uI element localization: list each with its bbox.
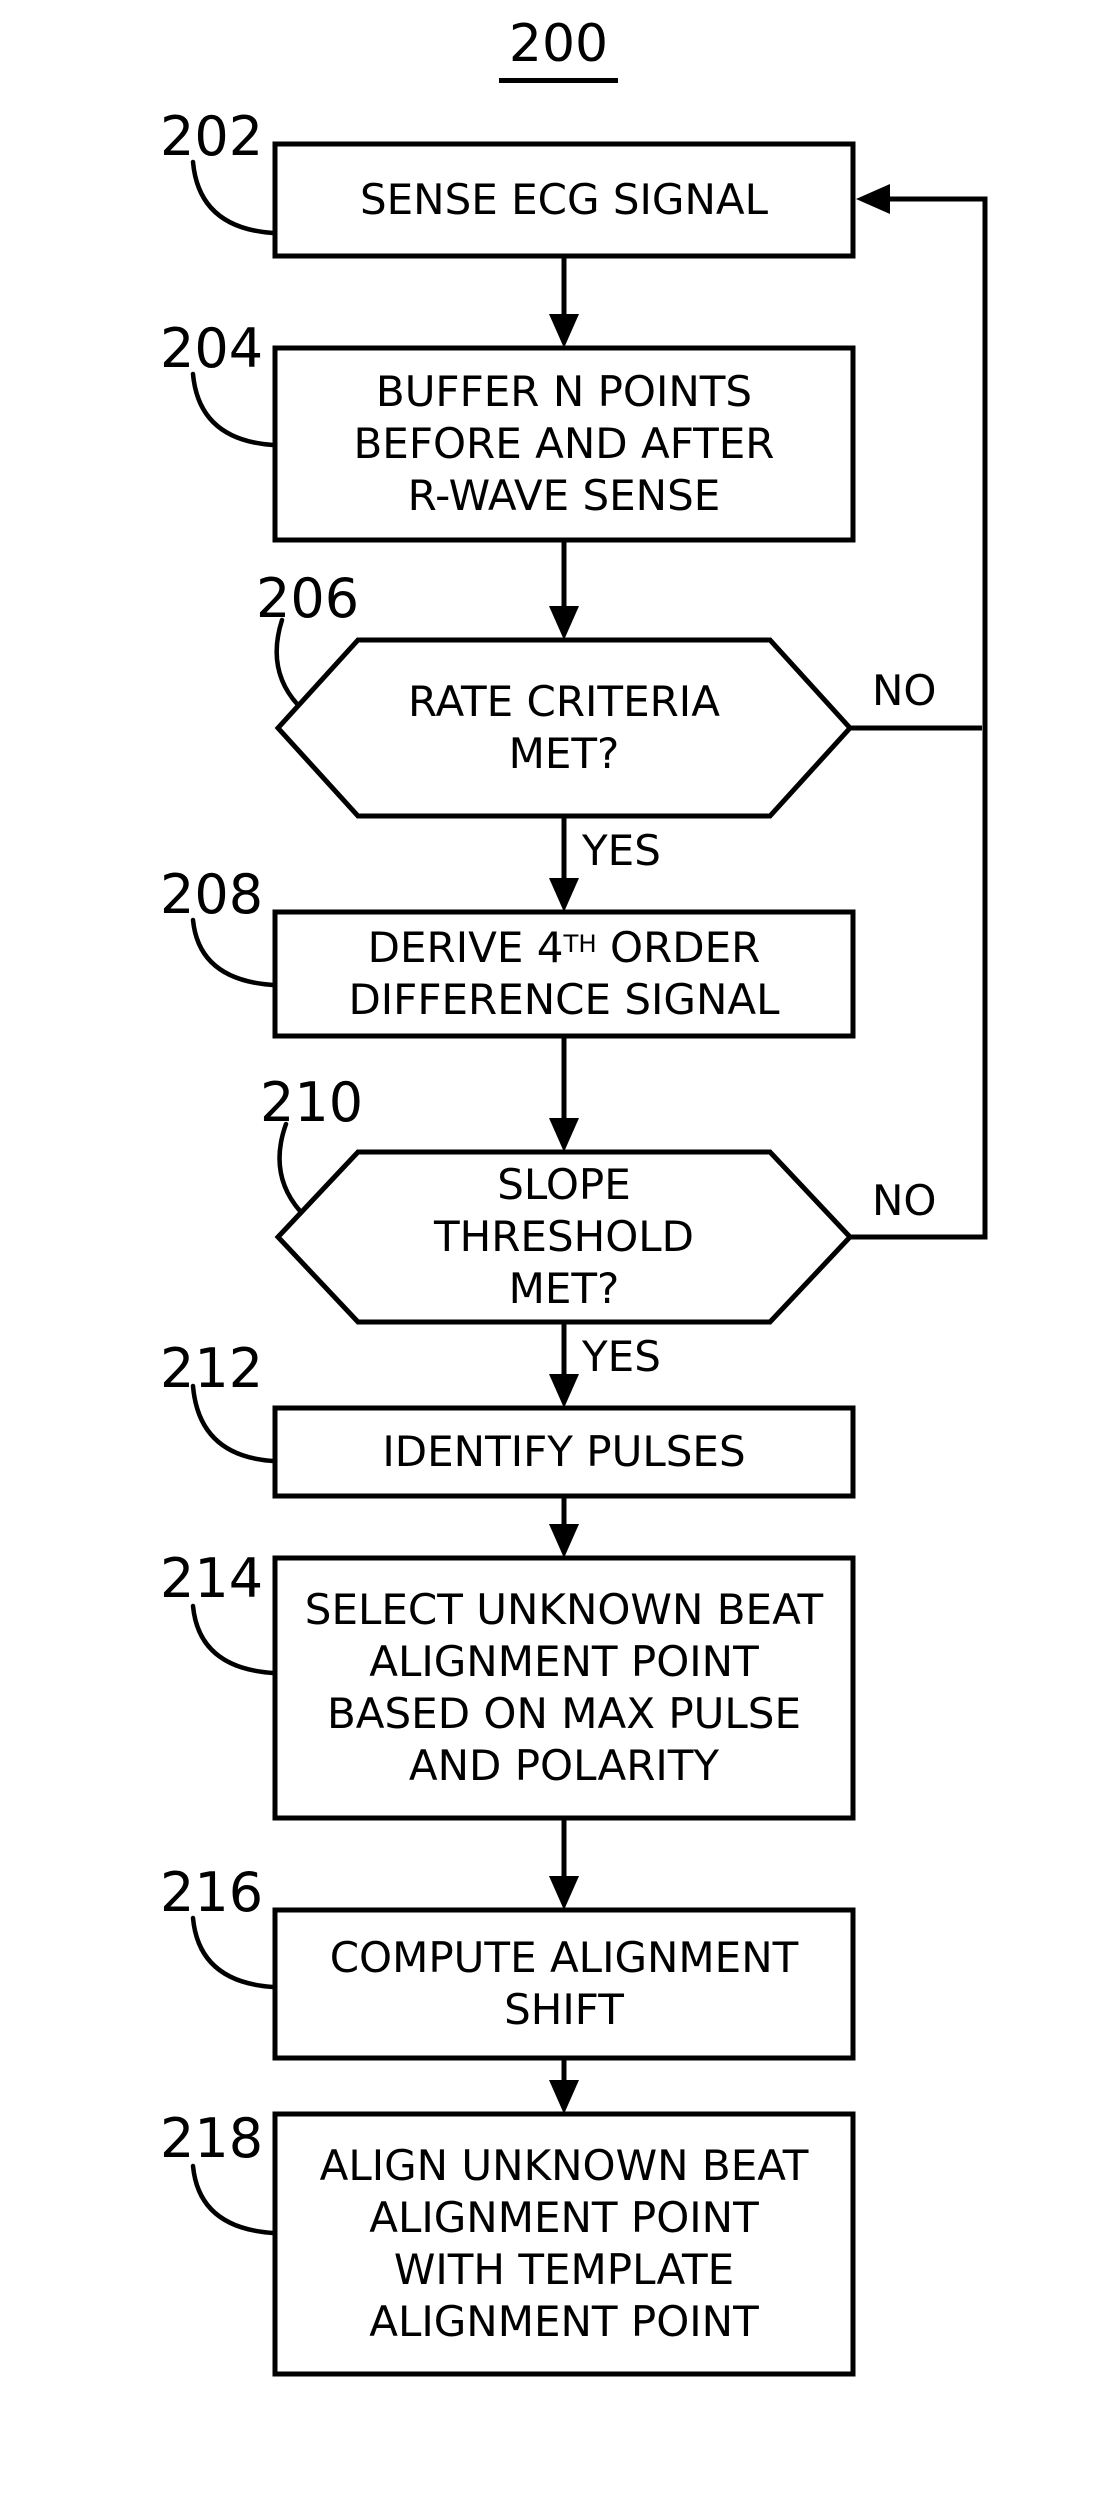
leader-line-204	[190, 371, 276, 448]
ref-label-204: 204	[160, 317, 264, 380]
node-206: RATE CRITERIA MET?	[278, 640, 850, 816]
node-text-216: COMPUTE ALIGNMENT SHIFT	[329, 1932, 799, 2034]
arrowhead-214-216	[549, 1876, 579, 1910]
leader-line-208	[190, 917, 276, 988]
ref-label-216: 216	[160, 1861, 264, 1924]
node-text-210: SLOPE THRESHOLD MET?	[434, 1159, 694, 1314]
decision-hex-210	[274, 1149, 854, 1325]
node-text-218: ALIGN UNKNOWN BEAT ALIGNMENT POINT WITH …	[319, 2140, 809, 2347]
figure-number: 200	[498, 14, 619, 83]
ref-label-208: 208	[160, 863, 264, 926]
node-210: SLOPE THRESHOLD MET?	[278, 1152, 850, 1322]
node-text-212: IDENTIFY PULSES	[382, 1426, 746, 1476]
no-label-206: NO	[872, 666, 937, 715]
node-text-208-line2: DIFFERENCE SIGNAL	[348, 975, 780, 1024]
figure-title: 200	[0, 14, 1117, 83]
feedback-arrowhead	[856, 184, 890, 214]
node-text-208-post: ORDER	[596, 922, 761, 972]
node-216: COMPUTE ALIGNMENT SHIFT	[275, 1910, 853, 2058]
node-218: ALIGN UNKNOWN BEAT ALIGNMENT POINT WITH …	[275, 2114, 853, 2374]
yes-label-206: YES	[582, 826, 661, 875]
ref-label-212: 212	[160, 1337, 264, 1400]
leader-line-202	[190, 159, 276, 236]
node-202: SENSE ECG SIGNAL	[275, 144, 853, 256]
ref-label-202: 202	[160, 105, 264, 168]
no-label-210: NO	[872, 1176, 937, 1225]
ref-label-214: 214	[160, 1547, 264, 1610]
process-box-216	[272, 1907, 856, 2061]
process-box-202	[272, 141, 856, 259]
node-text-206: RATE CRITERIA MET?	[408, 676, 720, 778]
yes-label-210: YES	[582, 1332, 661, 1381]
arrowhead-210-212	[549, 1374, 579, 1408]
arrowhead-204-206	[549, 606, 579, 640]
arrowhead-212-214	[549, 1524, 579, 1558]
arrowhead-206-208	[549, 878, 579, 912]
ref-label-210: 210	[260, 1071, 364, 1134]
process-box-212	[272, 1405, 856, 1499]
node-204: BUFFER N POINTS BEFORE AND AFTER R-WAVE …	[275, 348, 853, 540]
node-214: SELECT UNKNOWN BEAT ALIGNMENT POINT BASE…	[275, 1558, 853, 1818]
process-box-204	[272, 345, 856, 543]
leader-line-218	[190, 2163, 276, 2236]
ref-label-218: 218	[160, 2107, 264, 2170]
process-box-218	[272, 2111, 856, 2377]
node-212: IDENTIFY PULSES	[275, 1408, 853, 1496]
node-text-204: BUFFER N POINTS BEFORE AND AFTER R-WAVE …	[353, 366, 775, 521]
leader-line-206	[274, 617, 301, 708]
decision-hex-206	[274, 637, 854, 819]
leader-line-210	[277, 1121, 303, 1214]
node-text-202: SENSE ECG SIGNAL	[359, 174, 769, 224]
feedback-path	[850, 196, 988, 1240]
leader-line-212	[190, 1383, 276, 1464]
arrowhead-216-218	[549, 2080, 579, 2114]
leader-line-216	[190, 1915, 276, 1990]
arrowhead-208-210	[549, 1118, 579, 1152]
arrowhead-202-204	[549, 314, 579, 348]
ref-label-206: 206	[256, 567, 360, 630]
node-text-208-ordinal: TH	[563, 928, 597, 958]
node-text-208-pre: DERIVE 4	[367, 922, 564, 972]
leader-line-214	[190, 1603, 276, 1676]
node-text-214: SELECT UNKNOWN BEAT ALIGNMENT POINT BASE…	[304, 1584, 824, 1791]
